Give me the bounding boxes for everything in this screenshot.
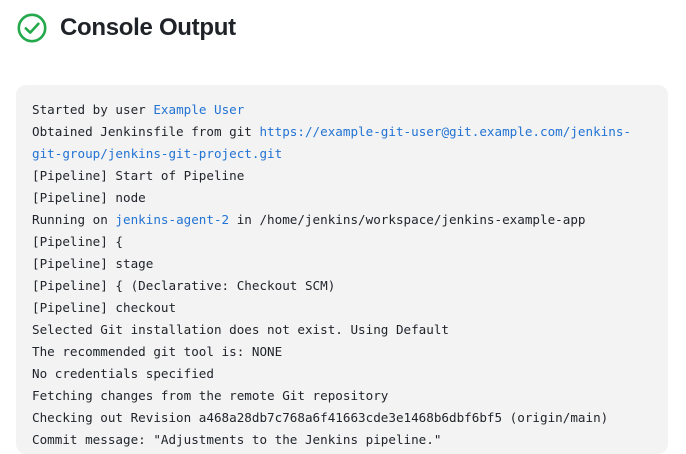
check-circle-icon bbox=[16, 12, 48, 44]
log-link[interactable]: jenkins-agent-2 bbox=[115, 212, 230, 227]
console-output-header: Console Output bbox=[0, 0, 686, 44]
log-text: The recommended git tool is: NONE bbox=[32, 344, 283, 359]
line-commit-message: Commit message: "Adjustments to the Jenk… bbox=[32, 429, 652, 451]
log-text: Obtained Jenkinsfile from git bbox=[32, 124, 260, 139]
log-text: [Pipeline] Start of Pipeline bbox=[32, 168, 245, 183]
log-text: Started by user bbox=[32, 102, 154, 117]
line-pipeline-start: [Pipeline] Start of Pipeline bbox=[32, 165, 652, 187]
line-pipeline-open-brace: [Pipeline] { bbox=[32, 231, 652, 253]
log-text: [Pipeline] checkout bbox=[32, 300, 177, 315]
line-no-credentials: No credentials specified bbox=[32, 363, 652, 385]
log-text: Commit message: "Adjustments to the Jenk… bbox=[32, 432, 442, 447]
line-pipeline-node: [Pipeline] node bbox=[32, 187, 652, 209]
line-running-on: Running on jenkins-agent-2 in /home/jenk… bbox=[32, 209, 652, 231]
log-text: in /home/jenkins/workspace/jenkins-examp… bbox=[229, 212, 586, 227]
log-link[interactable]: Example User bbox=[153, 102, 245, 117]
log-text: [Pipeline] { bbox=[32, 234, 123, 249]
log-text: No credentials specified bbox=[32, 366, 214, 381]
line-started-by-user: Started by user Example User bbox=[32, 99, 652, 121]
log-text: Running on bbox=[32, 212, 116, 227]
line-selected-git-installation: Selected Git installation does not exist… bbox=[32, 319, 652, 341]
log-text: [Pipeline] { (Declarative: Checkout SCM) bbox=[32, 278, 336, 293]
line-pipeline-checkout: [Pipeline] checkout bbox=[32, 297, 652, 319]
line-recommended-git-tool: The recommended git tool is: NONE bbox=[32, 341, 652, 363]
log-text: [Pipeline] node bbox=[32, 190, 146, 205]
line-pipeline-stage: [Pipeline] stage bbox=[32, 253, 652, 275]
log-text: [Pipeline] stage bbox=[32, 256, 154, 271]
line-obtained-jenkinsfile: Obtained Jenkinsfile from git https://ex… bbox=[32, 121, 652, 165]
log-text: Selected Git installation does not exist… bbox=[32, 322, 450, 337]
log-text: Fetching changes from the remote Git rep… bbox=[32, 388, 389, 403]
page-title: Console Output bbox=[60, 14, 236, 41]
line-checking-out-revision: Checking out Revision a468a28db7c768a6f4… bbox=[32, 407, 652, 429]
line-fetching-changes: Fetching changes from the remote Git rep… bbox=[32, 385, 652, 407]
line-pipeline-declarative-checkout: [Pipeline] { (Declarative: Checkout SCM) bbox=[32, 275, 652, 297]
log-text: Checking out Revision a468a28db7c768a6f4… bbox=[32, 410, 609, 425]
log-link[interactable]: https://example-git-user@git.example.com… bbox=[32, 124, 631, 161]
